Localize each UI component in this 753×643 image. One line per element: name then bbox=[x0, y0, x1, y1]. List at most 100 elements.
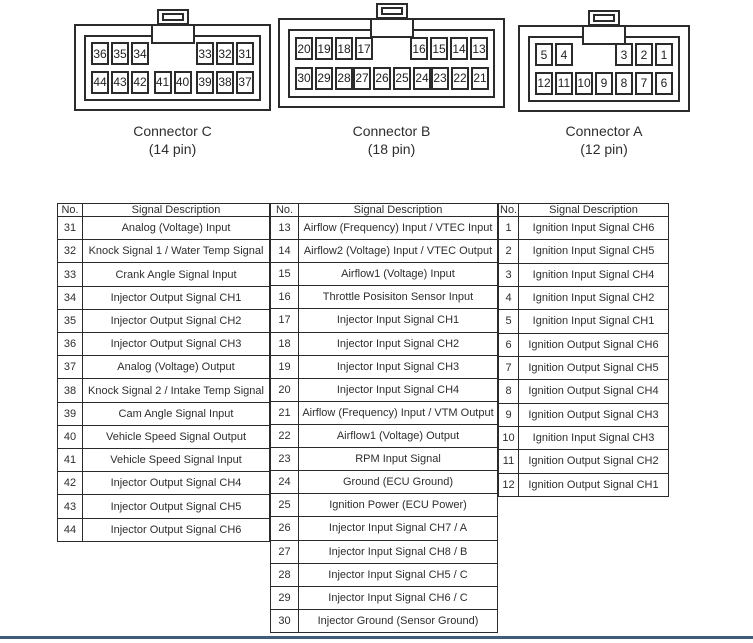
signal-description-cell: Airflow1 (Voltage) Output bbox=[298, 423, 498, 449]
signal-description-cell: Injector Output Signal CH5 bbox=[82, 494, 270, 519]
pin-4: 4 bbox=[555, 43, 573, 67]
signal-description-cell: Ignition Input Signal CH3 bbox=[518, 425, 669, 451]
pin-23: 23 bbox=[431, 66, 449, 90]
signal-description-cell: Ignition Output Signal CH5 bbox=[518, 355, 669, 381]
pin-11: 11 bbox=[555, 71, 573, 95]
signal-description-cell: Injector Ground (Sensor Ground) bbox=[298, 608, 498, 634]
pin-32: 32 bbox=[216, 42, 234, 66]
signal-description-cell: Injector Output Signal CH1 bbox=[82, 285, 270, 310]
pin-33: 33 bbox=[196, 42, 214, 66]
signal-description-cell: Ignition Input Signal CH4 bbox=[518, 262, 669, 287]
pin-number-cell: 7 bbox=[498, 355, 519, 381]
connector-latch bbox=[369, 18, 414, 38]
pin-number-cell: 38 bbox=[57, 378, 83, 403]
signal-description-cell: Airflow (Frequency) Input / VTM Output bbox=[298, 400, 498, 425]
pin-number-cell: 15 bbox=[270, 262, 299, 287]
table-header-row: No. Signal Description bbox=[57, 203, 270, 217]
pin-number-cell: 10 bbox=[498, 425, 519, 451]
signal-description-cell: Throttle Posisiton Sensor Input bbox=[298, 285, 498, 310]
pin-number-cell: 27 bbox=[270, 539, 299, 564]
pin-6: 6 bbox=[655, 71, 673, 95]
signal-description-cell: Injector Input Signal CH3 bbox=[298, 354, 498, 379]
pin-number-cell: 23 bbox=[270, 447, 299, 472]
pin-41: 41 bbox=[153, 70, 172, 94]
column-header-no: No. bbox=[270, 203, 299, 217]
pin-18: 18 bbox=[335, 37, 353, 61]
pin-3: 3 bbox=[615, 43, 633, 67]
pin-number-cell: 30 bbox=[270, 608, 299, 634]
column-header-signal-description: Signal Description bbox=[298, 203, 498, 217]
signal-description-cell: Ignition Output Signal CH6 bbox=[518, 332, 669, 357]
pin-number-cell: 28 bbox=[270, 562, 299, 587]
pin-22: 22 bbox=[451, 66, 469, 90]
pin-number-cell: 21 bbox=[270, 400, 299, 425]
pin-28: 28 bbox=[335, 66, 353, 90]
connector-a-label: Connector A (12 pin) bbox=[518, 122, 690, 158]
pin-24: 24 bbox=[413, 66, 431, 90]
connector-lock-nub bbox=[588, 10, 620, 26]
pin-number-cell: 31 bbox=[57, 215, 83, 241]
pin-number-cell: 2 bbox=[498, 239, 519, 264]
pin-number-cell: 40 bbox=[57, 424, 83, 450]
pin-number-cell: 26 bbox=[270, 516, 299, 541]
signal-description-cell: Ignition Input Signal CH5 bbox=[518, 239, 669, 264]
signal-description-cell: Ignition Power (ECU Power) bbox=[298, 493, 498, 518]
pin-30: 30 bbox=[295, 66, 313, 90]
pin-number-cell: 42 bbox=[57, 471, 83, 496]
pin-number-cell: 11 bbox=[498, 449, 519, 474]
pin-44: 44 bbox=[91, 70, 109, 94]
pin-number-cell: 36 bbox=[57, 332, 83, 357]
pin-13: 13 bbox=[470, 37, 488, 61]
pin-8: 8 bbox=[615, 71, 633, 95]
pin-number-cell: 3 bbox=[498, 262, 519, 287]
connector-c-subtitle: (14 pin) bbox=[148, 141, 197, 157]
signal-description-cell: Ignition Output Signal CH2 bbox=[518, 449, 669, 474]
pin-17: 17 bbox=[355, 37, 373, 61]
pin-37: 37 bbox=[236, 70, 254, 94]
signal-description-cell: Airflow1 (Voltage) Input bbox=[298, 262, 498, 287]
pin-number-cell: 16 bbox=[270, 285, 299, 310]
column-header-signal-description: Signal Description bbox=[82, 203, 270, 217]
signal-description-cell: Vehicle Speed Signal Output bbox=[82, 424, 270, 450]
signal-description-cell: Knock Signal 1 / Water Temp Signal bbox=[82, 239, 270, 264]
signal-description-cell: Injector Output Signal CH2 bbox=[82, 308, 270, 334]
pin-number-cell: 37 bbox=[57, 355, 83, 380]
pin-number-cell: 14 bbox=[270, 239, 299, 264]
pin-5: 5 bbox=[535, 43, 553, 67]
connector-c-label: Connector C (14 pin) bbox=[74, 122, 271, 158]
pin-number-cell: 1 bbox=[498, 215, 519, 241]
pin-number-cell: 5 bbox=[498, 309, 519, 334]
pin-27: 27 bbox=[353, 66, 371, 90]
pin-number-cell: 43 bbox=[57, 494, 83, 519]
